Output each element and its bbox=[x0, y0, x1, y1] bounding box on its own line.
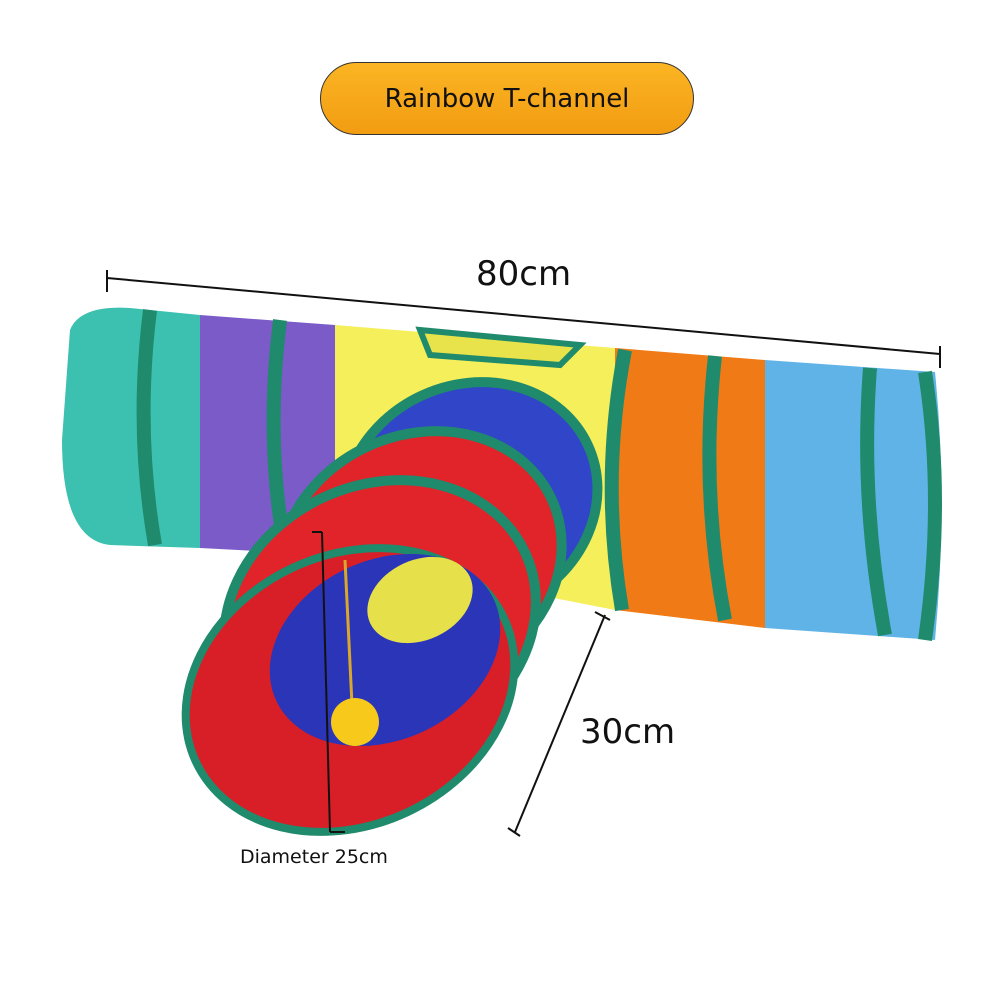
length-label: 80cm bbox=[476, 254, 572, 294]
title-badge: Rainbow T-channel bbox=[320, 62, 694, 135]
toy-ball bbox=[331, 698, 379, 746]
diameter-label: Diameter 25cm bbox=[240, 846, 388, 868]
branch-length-label: 30cm bbox=[580, 712, 676, 752]
branch-tube bbox=[181, 377, 603, 836]
measurement-lines bbox=[106, 270, 941, 837]
